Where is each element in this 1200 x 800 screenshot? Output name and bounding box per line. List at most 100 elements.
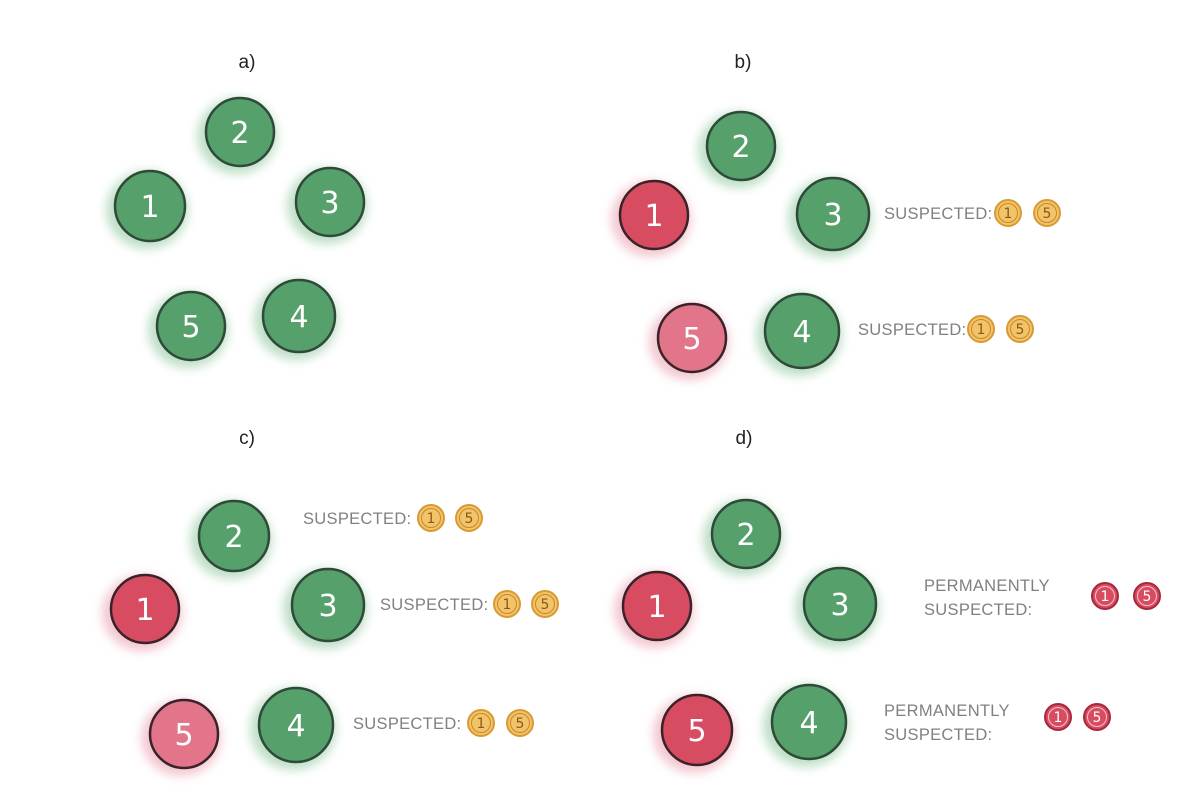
badge-id-label: 5 [1043,206,1052,222]
node-3: 3 [795,566,879,648]
badge-inner-ring [535,594,555,614]
node-id-label: 1 [647,590,666,625]
healthy-node-circle [294,166,366,238]
node-id-label: 5 [682,322,701,357]
node-5: 5 [141,698,221,776]
node-id-label: 2 [731,130,750,165]
node-id-label: 5 [174,718,193,753]
node-1: 1 [614,570,694,648]
suspected-note-node-4: SUSPECTED: 1 5 [353,709,534,737]
node-1: 1 [611,179,691,257]
suspect-badge-1: 1 [467,709,495,737]
badge-inner-ring [998,203,1018,223]
suspect-badge-1: 1 [994,199,1022,227]
suspect-badge-5: 5 [506,709,534,737]
badge-id-label: 5 [516,716,525,732]
badge-inner-ring [471,713,491,733]
healthy-node-circle [802,566,878,642]
node-id-label: 2 [736,518,755,553]
suspected-label: SUSPECTED: [303,510,411,528]
suspect-badge-1: 1 [417,504,445,532]
healthy-node-circle [261,278,337,354]
faulty-node-circle [148,698,220,770]
suspect-badge-5: 5 [1006,315,1034,343]
node-id-label: 5 [181,310,200,345]
suspect-badge-5: 5 [455,504,483,532]
suspect-badge-5: 5 [531,590,559,618]
node-id-label: 2 [224,520,243,555]
panel-label: a) [239,52,256,73]
node-1: 1 [106,169,188,249]
badge-inner-ring [1010,319,1030,339]
suspect-badge-5: 5 [1083,703,1111,731]
suspected-note-node-4: SUSPECTED: 1 5 [858,315,1034,343]
badge-id-label: 1 [977,322,986,338]
faulty-node-circle [618,179,690,251]
node-id-label: 3 [830,588,849,623]
permanently-suspected-label: PERMANENTLY [884,702,1010,720]
healthy-node-circle [204,96,276,168]
node-id-label: 3 [823,198,842,233]
badge-id-label: 1 [477,716,486,732]
suspect-badge-1: 1 [967,315,995,343]
badge-inner-ring [497,594,517,614]
healthy-node-circle [290,567,366,643]
node-4: 4 [254,278,338,360]
badge-id-label: 5 [1016,322,1025,338]
node-3: 3 [283,567,367,649]
node-id-label: 4 [792,315,811,350]
badge-id-label: 1 [1054,710,1063,726]
panel-label: b) [735,52,752,73]
node-3: 3 [287,166,367,244]
suspected-label: SUSPECTED: [884,205,992,223]
node-id-label: 1 [644,199,663,234]
panel-label: d) [736,428,753,449]
node-id-label: 3 [320,186,339,221]
node-2: 2 [703,498,783,576]
badge-inner-ring [459,508,479,528]
node-2: 2 [197,96,277,174]
permanently-suspected-note-node-4: PERMANENTLY SUSPECTED: 1 5 [884,702,1111,744]
faulty-node-circle [660,693,734,767]
panel-a: a) 1 2 3 4 5 [106,52,367,368]
healthy-node-circle [705,110,777,182]
badge-id-label: 5 [541,597,550,613]
permanently-suspected-label: SUSPECTED: [884,726,992,744]
badge-id-label: 1 [1101,589,1110,605]
node-4: 4 [756,292,842,376]
badge-inner-ring [1087,707,1107,727]
node-id-label: 4 [799,706,818,741]
node-id-label: 1 [135,593,154,628]
suspected-label: SUSPECTED: [353,715,461,733]
badge-id-label: 1 [1004,206,1013,222]
node-id-label: 3 [318,589,337,624]
node-3: 3 [788,176,872,258]
badge-inner-ring [510,713,530,733]
badge-inner-ring [421,508,441,528]
healthy-node-circle [155,290,227,362]
badge-id-label: 5 [1143,589,1152,605]
healthy-node-circle [763,292,841,370]
node-4: 4 [763,683,849,767]
suspect-badge-1: 1 [1044,703,1072,731]
node-id-label: 4 [286,709,305,744]
healthy-node-circle [197,499,271,573]
badge-inner-ring [1048,707,1068,727]
healthy-node-circle [113,169,187,243]
node-id-label: 4 [289,300,308,335]
badge-inner-ring [1137,586,1157,606]
node-2: 2 [698,110,778,188]
badge-inner-ring [1037,203,1057,223]
healthy-node-circle [710,498,782,570]
faulty-node-circle [656,302,728,374]
badge-id-label: 5 [1093,710,1102,726]
node-id-label: 5 [687,714,706,749]
suspected-label: SUSPECTED: [858,321,966,339]
suspect-badge-5: 5 [1133,582,1161,610]
node-id-label: 1 [140,190,159,225]
